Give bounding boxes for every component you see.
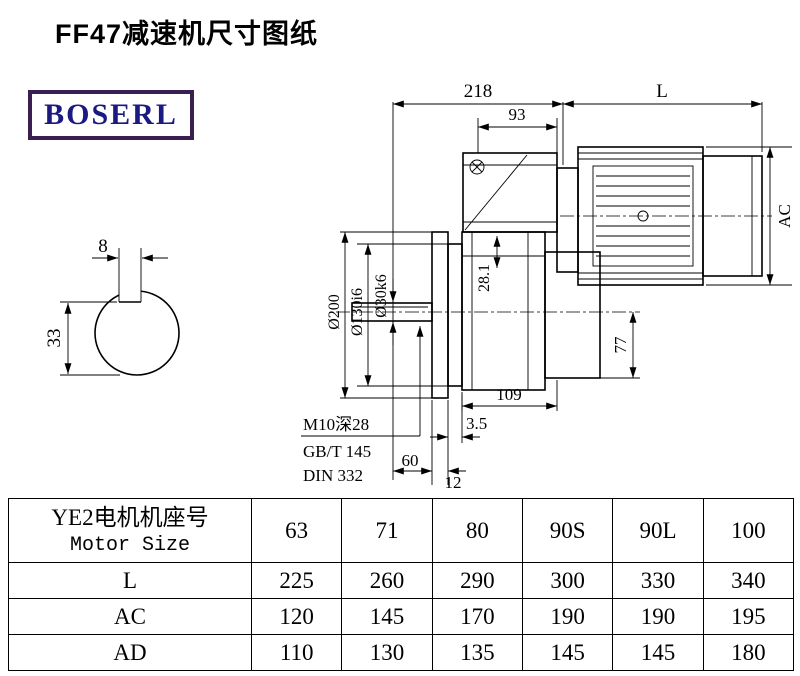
value-cell: 145 (612, 634, 704, 671)
callout-gb-label: GB/T 145 (303, 442, 371, 461)
callout-thread-label: M10深28 (303, 415, 369, 434)
value-cell: 190 (612, 598, 704, 635)
value-cell: 145 (521, 634, 614, 671)
dia-130-label: Ø130i6 (349, 288, 366, 336)
value-cell: 135 (431, 634, 523, 671)
dia-200-label: Ø200 (326, 294, 343, 330)
shaft-section-view: 8 33 (44, 236, 180, 376)
dim-L-label: L (656, 81, 668, 102)
technical-drawing: 8 33 (44, 81, 794, 492)
dim-12-label: 12 (445, 473, 462, 492)
value-cell: 120 (250, 598, 343, 635)
row-label-AD: AD (8, 634, 252, 671)
brand-logo-text: BOSERL (44, 98, 178, 131)
value-cell: 225 (250, 562, 343, 599)
shaft-height-label: 33 (44, 329, 65, 348)
size-col-header: 80 (431, 498, 523, 563)
motor-size-header-cn: YE2电机机座号 (51, 504, 209, 530)
dimension-table: YE2电机机座号 Motor Size 63 71 80 90S 90L 100… (8, 498, 795, 671)
size-col-header: 90L (612, 498, 704, 563)
dimensions: 218 L 93 AC Ø200 Ø130i6 Ø30k6 (301, 81, 794, 492)
row-label-AC: AC (8, 598, 252, 635)
dim-60-label: 60 (402, 451, 419, 470)
value-cell: 260 (341, 562, 433, 599)
dim-77-label: 77 (611, 336, 630, 354)
dim-28-1-label: 28.1 (476, 264, 493, 292)
callout-din-label: DIN 332 (303, 466, 363, 485)
centerlines (336, 215, 772, 313)
value-cell: 330 (612, 562, 704, 599)
size-col-header: 90S (521, 498, 614, 563)
dim-218-label: 218 (464, 81, 493, 102)
motor-size-header-en: Motor Size (69, 533, 191, 557)
value-cell: 180 (702, 634, 795, 671)
value-cell: 340 (702, 562, 795, 599)
motor-outline (577, 146, 763, 286)
dim-3-5-label: 3.5 (466, 414, 487, 433)
value-cell: 300 (521, 562, 614, 599)
value-cell: 290 (431, 562, 523, 599)
row-label-L: L (8, 562, 252, 599)
gearbox-outline (351, 152, 601, 399)
value-cell: 170 (431, 598, 523, 635)
dim-AC-label: AC (775, 204, 794, 228)
dim-93-label: 93 (509, 105, 526, 124)
value-cell: 130 (341, 634, 433, 671)
value-cell: 195 (702, 598, 795, 635)
value-cell: 145 (341, 598, 433, 635)
page-title: FF47减速机尺寸图纸 (55, 19, 319, 49)
motor-size-header-cell: YE2电机机座号 Motor Size (8, 498, 252, 563)
dim-109-label: 109 (496, 385, 522, 404)
keyway-width-label: 8 (98, 236, 108, 257)
size-col-header: 71 (341, 498, 433, 563)
value-cell: 110 (250, 634, 343, 671)
size-col-header: 63 (250, 498, 343, 563)
brand-logo: BOSERL (28, 90, 194, 140)
dia-30-label: Ø30k6 (373, 274, 390, 318)
size-col-header: 100 (702, 498, 795, 563)
value-cell: 190 (521, 598, 614, 635)
